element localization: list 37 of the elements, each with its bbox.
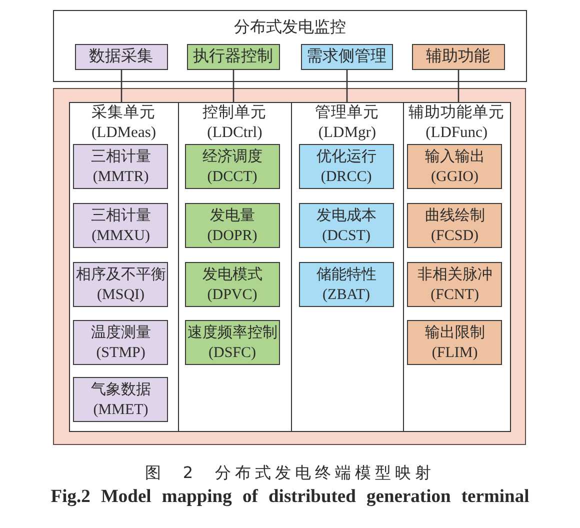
connector-line	[346, 70, 348, 102]
column-heading: 采集单元(LDMeas)	[90, 102, 157, 143]
logical-node-box: 三相计量(MMXU)	[73, 203, 168, 248]
column-heading: 辅助功能单元(LDFunc)	[408, 102, 506, 143]
logical-node-box: 发电模式(DPVC)	[184, 262, 280, 308]
table-column	[68, 102, 179, 432]
figure-caption: Fig.2 Model mapping of distributed generation terminal	[50, 486, 530, 509]
column-heading: 控制单元(LDCtrl)	[202, 102, 268, 143]
panel-title: 分布式发电监控	[234, 18, 346, 38]
table-column	[178, 102, 292, 432]
connector-line	[120, 70, 122, 102]
connector-line	[458, 70, 460, 102]
figure-caption: 图 2 分布式发电终端模型映射	[144, 462, 436, 484]
logical-node-box: 优化运行(DRCC)	[298, 144, 394, 190]
logical-node-box: 输入输出(GGIO)	[407, 144, 502, 190]
outer-frame	[53, 88, 526, 445]
logical-node-box: 三相计量(MMTR)	[73, 144, 168, 190]
logical-node-box: 储能特性(ZBAT)	[298, 262, 394, 308]
column-heading: 管理单元(LDMgr)	[314, 102, 380, 143]
logical-node-box: 输出限制(FLIM)	[407, 320, 502, 366]
logical-node-box: 气象数据(MMET)	[73, 377, 168, 422]
function-box: 需求侧管理	[300, 44, 393, 70]
logical-node-box: 温度测量(STMP)	[73, 320, 168, 366]
logical-node-box: 曲线绘制(FCSD)	[407, 203, 502, 248]
logical-node-box: 经济调度(DCCT)	[184, 144, 280, 190]
system-panel	[53, 10, 527, 82]
connector-line	[232, 70, 234, 102]
function-box: 执行器控制	[186, 44, 280, 70]
logical-node-box: 非相关脉冲(FCNT)	[407, 262, 502, 308]
logical-node-box: 相序及不平衡(MSQI)	[73, 262, 168, 308]
table-column	[290, 102, 404, 432]
function-box: 数据采集	[74, 44, 168, 70]
logical-node-box: 发电量(DOPR)	[184, 203, 280, 248]
logical-node-box: 发电成本(DCST)	[298, 203, 394, 248]
table-column	[402, 102, 511, 432]
logical-node-box: 速度频率控制(DSFC)	[184, 320, 280, 366]
function-box: 辅助功能	[412, 44, 505, 70]
